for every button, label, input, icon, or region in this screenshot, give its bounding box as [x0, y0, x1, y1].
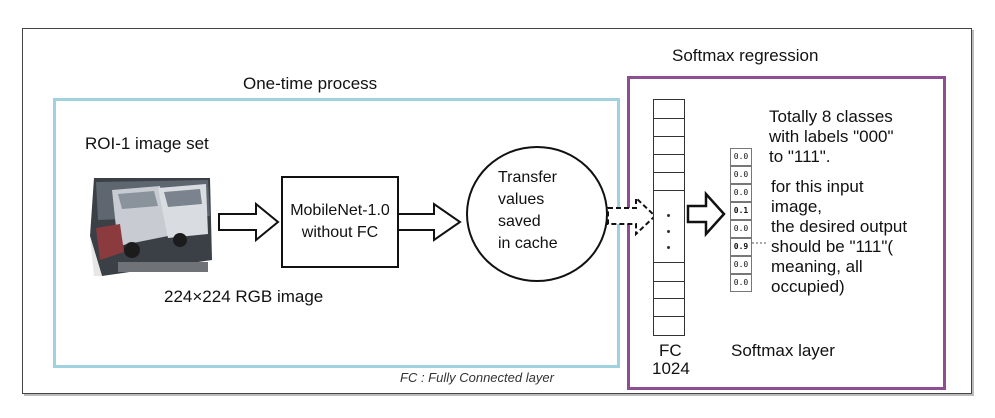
fc-cell — [654, 118, 684, 137]
description-line: the desired output — [771, 217, 908, 236]
softmax-cell: 0.0 — [730, 184, 752, 202]
fc-cell — [654, 136, 684, 155]
mobilenet-line1: MobileNet-1.0 — [290, 202, 390, 219]
transfer-line-2: values — [498, 191, 545, 208]
description-line: Totally 8 classes — [769, 107, 893, 126]
softmax-cell: 0.0 — [730, 148, 752, 166]
softmax-cell: 0.9 — [730, 238, 752, 256]
transfer-values-circle: Transfer values saved in cache — [466, 146, 608, 282]
fc-vector — [653, 99, 685, 336]
softmax-layer-label: Softmax layer — [731, 341, 835, 360]
fc-cell — [654, 100, 684, 119]
transfer-line-1: Transfer — [498, 169, 557, 186]
softmax-cell: 0.0 — [730, 220, 752, 238]
description-line: for this input — [771, 177, 864, 196]
fc-cell — [654, 172, 684, 191]
roi-car-image — [88, 176, 213, 278]
description-line: meaning, all — [771, 257, 863, 276]
arrow-image-to-mobilenet — [218, 201, 280, 243]
fc-label: FC — [659, 341, 682, 360]
fc-cell — [654, 262, 684, 282]
softmax-regression-title: Softmax regression — [672, 46, 819, 65]
arrow-mobilenet-to-transfer — [397, 202, 462, 242]
arrow-transfer-to-fc — [607, 195, 657, 237]
description-line: should be "111"( — [771, 237, 894, 256]
one-time-process-title: One-time process — [243, 74, 378, 93]
roi-image-set-label: ROI-1 image set — [85, 134, 209, 153]
outer-frame — [22, 28, 972, 394]
footnote: FC : Fully Connected layer — [400, 370, 554, 385]
fc-cell — [654, 280, 684, 299]
rgb-image-label: 224×224 RGB image — [164, 287, 324, 306]
description-line: image, — [771, 197, 823, 216]
description-line: occupied) — [771, 277, 845, 296]
softmax-cell: 0.0 — [730, 166, 752, 184]
softmax-cell: 0.0 — [730, 274, 752, 292]
fc-cell — [654, 298, 684, 317]
transfer-line-3: saved — [498, 213, 541, 230]
softmax-cell: 0.1 — [730, 202, 752, 220]
softmax-output-column: 0.0 0.0 0.0 0.1 0.0 0.9 0.0 0.0 — [730, 148, 752, 292]
softmax-regression-box — [627, 76, 946, 390]
description-line: with labels "000" — [769, 127, 894, 146]
mobilenet-line2: without FC — [301, 224, 379, 241]
fc-cell — [654, 154, 684, 173]
fc-ellipsis-dot — [667, 214, 670, 217]
mobilenet-box: MobileNet-1.0 without FC — [281, 176, 399, 268]
fc-ellipsis-dot — [667, 246, 670, 249]
transfer-line-4: in cache — [498, 235, 558, 252]
fc-ellipsis-dot — [667, 230, 670, 233]
one-time-process-box — [53, 98, 620, 368]
softmax-cell: 0.0 — [730, 256, 752, 274]
arrow-fc-to-softmax — [686, 190, 726, 238]
fc-size-label: 1024 — [652, 359, 690, 378]
description-line: to "111". — [769, 147, 831, 166]
